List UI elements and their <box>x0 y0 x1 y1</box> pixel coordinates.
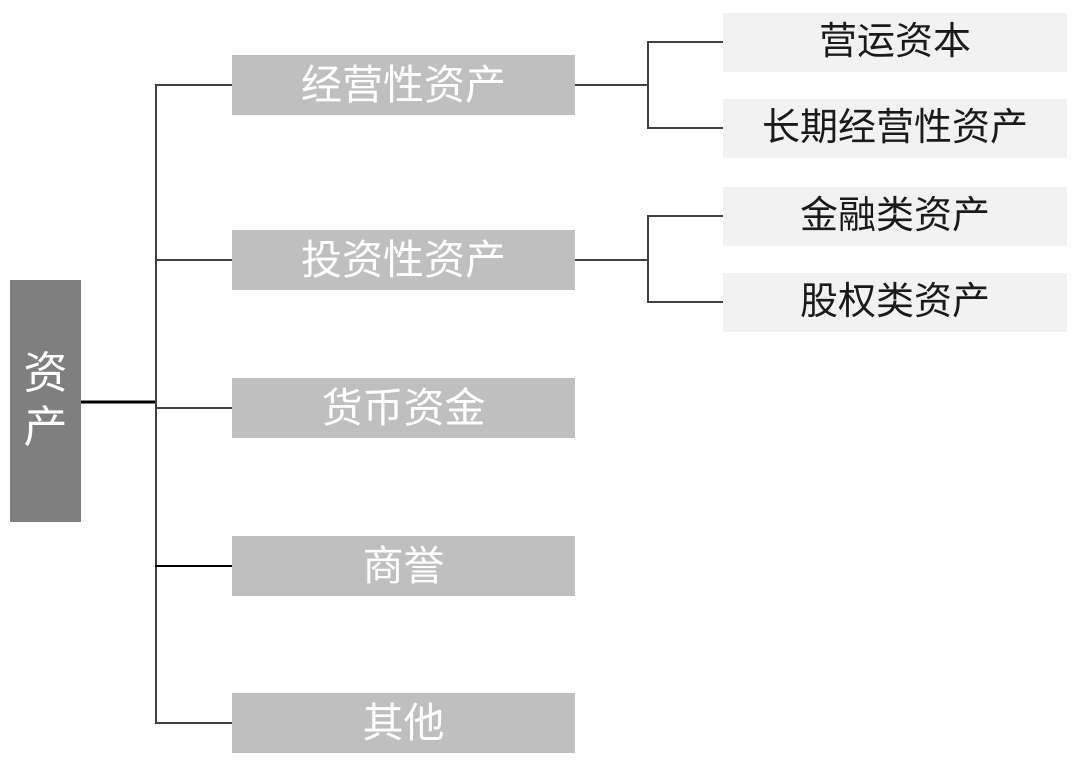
node-assets-root: 资产 <box>10 280 81 522</box>
node-financial-assets: 金融类资产 <box>723 187 1067 246</box>
node-working-capital: 营运资本 <box>723 13 1067 72</box>
node-operating-assets: 经营性资产 <box>232 55 575 115</box>
node-goodwill: 商誉 <box>232 536 575 596</box>
node-monetary-funds: 货币资金 <box>232 378 575 438</box>
node-equity-assets: 股权类资产 <box>723 273 1067 332</box>
node-long-term-operating-assets: 长期经营性资产 <box>723 99 1067 158</box>
node-other: 其他 <box>232 693 575 753</box>
node-investment-assets: 投资性资产 <box>232 230 575 290</box>
